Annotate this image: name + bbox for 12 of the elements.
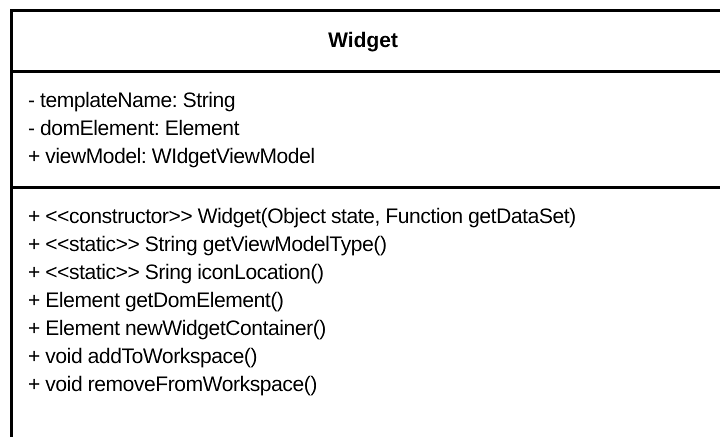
- method: + <<static>> Sring iconLocation(): [28, 260, 325, 286]
- class-box: [10, 9, 720, 437]
- class-name: Widget: [327, 29, 399, 53]
- attribute: + viewModel: WIdgetViewModel: [28, 144, 316, 170]
- attribute: - templateName: String: [28, 88, 236, 114]
- method: + void removeFromWorkspace(): [28, 372, 318, 398]
- method: + <<static>> String getViewModelType(): [28, 232, 388, 258]
- method: + void addToWorkspace(): [28, 344, 258, 370]
- method: + Element getDomElement(): [28, 288, 285, 314]
- attribute: - domElement: Element: [28, 116, 240, 142]
- method: + Element newWidgetContainer(): [28, 316, 327, 342]
- method: + <<constructor>> Widget(Object state, Function getDataSet): [28, 204, 577, 230]
